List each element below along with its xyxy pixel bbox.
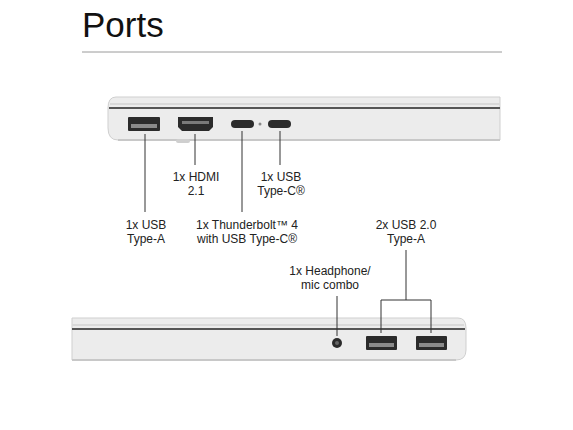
page-title: Ports xyxy=(82,4,164,46)
port-label: 1x USB Type-C® xyxy=(250,170,312,198)
port-label: 1x HDMI 2.1 xyxy=(169,170,223,198)
port-label: 2x USB 2.0 Type-A xyxy=(371,218,441,246)
port-label: 1x USB Type-A xyxy=(117,218,175,246)
port-label: 1x Headphone/ mic combo xyxy=(282,264,378,292)
port-label: 1x Thunderbolt™ 4 with USB Type-C® xyxy=(188,218,306,246)
